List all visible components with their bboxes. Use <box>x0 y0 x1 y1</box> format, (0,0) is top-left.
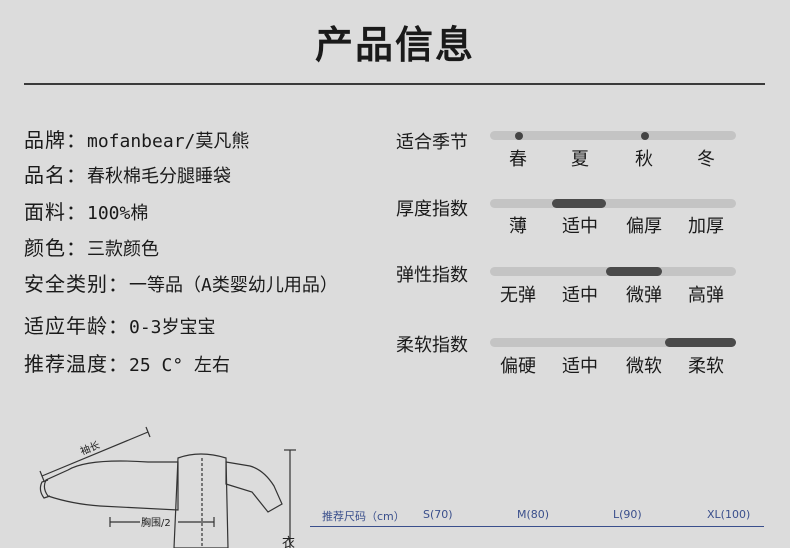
info-value: 三款颜色 <box>87 239 159 260</box>
chest-width-label: 胸围/2 <box>141 516 171 529</box>
left-sleeve-outline <box>43 460 179 511</box>
scale-tick-label: 冬 <box>697 149 715 170</box>
scale-selected-dot <box>641 131 649 140</box>
info-value: 春秋棉毛分腿睡袋 <box>87 166 231 187</box>
scale-tick-label: 无弹 <box>500 285 536 306</box>
sleeve-measure-cap <box>145 426 151 438</box>
info-label: 安全类别： <box>24 272 129 296</box>
size-table-header: 推荐尺码（cm） <box>322 510 405 523</box>
size-xl: XL(100) <box>707 508 751 521</box>
right-sleeve-outline <box>225 461 283 513</box>
info-label: 面料： <box>24 200 87 224</box>
scale-label: 柔软指数 <box>396 335 468 356</box>
info-label: 品牌： <box>24 128 87 152</box>
sleeve-measure-line <box>41 431 149 477</box>
size-table-row: 推荐尺码（cm） S(70) M(80) L(90) XL(100) <box>310 506 764 527</box>
scale-tick-label: 偏厚 <box>626 216 662 237</box>
scale-label: 适合季节 <box>396 132 468 153</box>
garment-size-diagram: 袖长 胸围/2 衣 <box>39 426 296 548</box>
scale-level-fill <box>605 267 663 276</box>
scale-tick-label: 加厚 <box>688 216 724 237</box>
length-label: 衣 <box>282 535 295 548</box>
scale-tick-label: 适中 <box>562 216 598 237</box>
scale-tick-label: 薄 <box>509 216 527 237</box>
info-brand: 品牌：mofanbear/莫凡熊 <box>24 124 249 153</box>
info-label: 推荐温度： <box>24 352 129 376</box>
info-value: 25 C° 左右 <box>129 355 231 376</box>
size-m: M(80) <box>517 508 550 521</box>
info-age: 适应年龄：0-3岁宝宝 <box>24 310 216 339</box>
info-label: 品名： <box>24 163 87 187</box>
title-divider <box>24 83 765 85</box>
scale-tick-label: 春 <box>509 149 527 170</box>
page-title: 产品信息 <box>314 23 475 67</box>
scale-level-fill <box>551 199 606 208</box>
scale-level-fill <box>664 338 736 347</box>
scale-tick-label: 偏硬 <box>500 356 536 377</box>
scale-tick-label: 适中 <box>562 356 598 377</box>
info-value: 100%棉 <box>87 203 149 224</box>
scale-tick-label: 高弹 <box>688 285 724 306</box>
info-label: 颜色： <box>24 236 87 260</box>
scale-label: 厚度指数 <box>396 199 468 220</box>
scale-tick-label: 微软 <box>626 356 662 377</box>
scale-tick-label: 秋 <box>635 149 653 170</box>
info-label: 适应年龄： <box>24 314 129 338</box>
sleeve-length-label: 袖长 <box>78 438 101 458</box>
scale-track <box>490 131 736 140</box>
info-temperature: 推荐温度：25 C° 左右 <box>24 348 230 377</box>
scale-tick-label: 适中 <box>562 285 598 306</box>
scale-tick-label: 夏 <box>571 149 589 170</box>
scale-track <box>490 267 736 276</box>
info-value: mofanbear/莫凡熊 <box>87 131 250 152</box>
sleeve-measure-cap <box>39 470 45 482</box>
scale-track <box>490 338 736 347</box>
info-product-name: 品名：春秋棉毛分腿睡袋 <box>24 159 231 188</box>
scale-selected-dot <box>515 131 523 140</box>
size-s: S(70) <box>423 508 453 521</box>
scale-tick-label: 柔软 <box>688 356 724 377</box>
scale-track <box>490 199 736 208</box>
scale-label: 弹性指数 <box>396 265 468 286</box>
info-fabric: 面料：100%棉 <box>24 196 148 225</box>
body-outline <box>173 453 229 548</box>
left-cuff-outline <box>39 479 51 499</box>
info-colors: 颜色：三款颜色 <box>24 232 159 261</box>
info-value: 一等品（A类婴幼儿用品） <box>129 275 338 296</box>
size-l: L(90) <box>613 508 642 521</box>
scale-tick-label: 微弹 <box>626 285 662 306</box>
info-safety-class: 安全类别：一等品（A类婴幼儿用品） <box>24 268 338 297</box>
info-value: 0-3岁宝宝 <box>129 317 216 338</box>
